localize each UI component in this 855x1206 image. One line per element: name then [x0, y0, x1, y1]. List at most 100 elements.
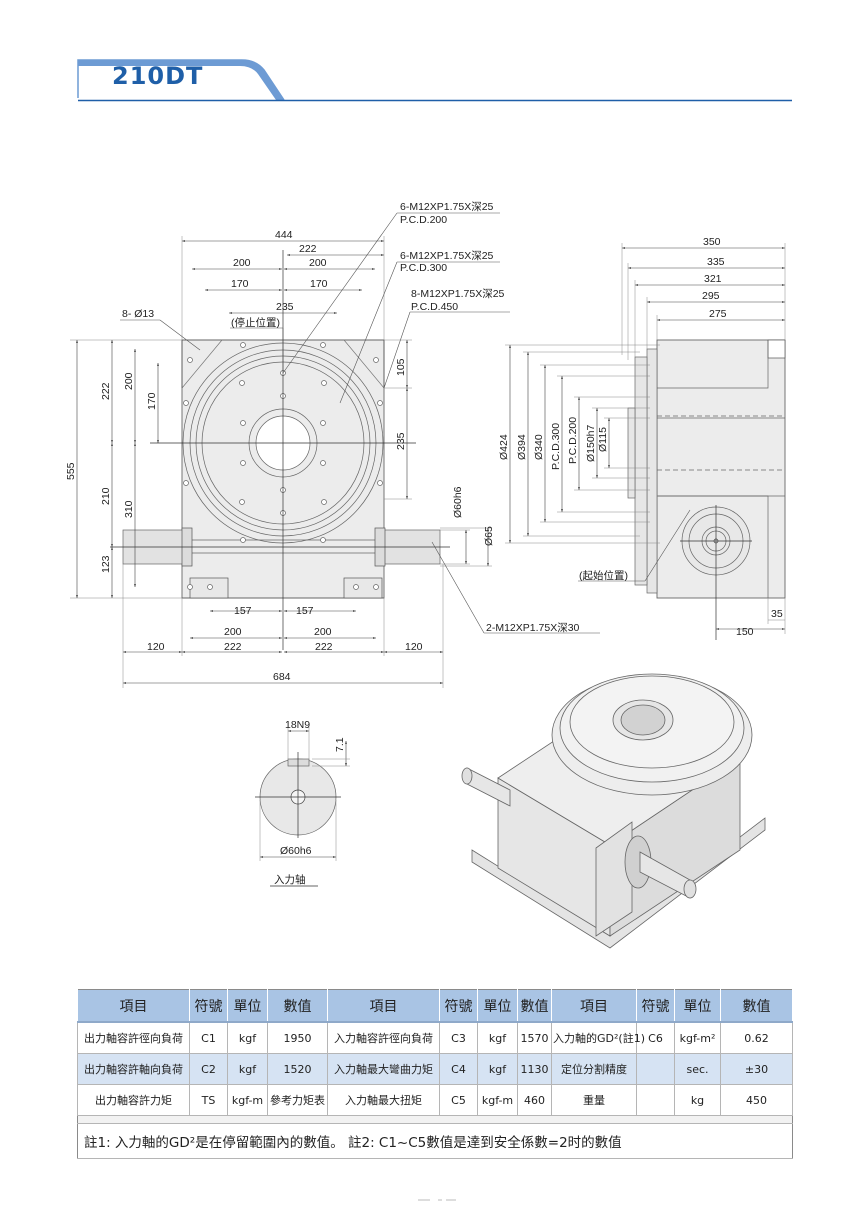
table-cell: kgf-m²	[674, 1021, 721, 1054]
dim-222-bottom-left: 222	[224, 641, 242, 653]
table-cell: kgf-m	[477, 1084, 518, 1116]
table-cell: kgf	[477, 1053, 518, 1085]
dim-shaft-diameter: Ø60h6	[280, 845, 312, 857]
table-spacer	[77, 1115, 793, 1124]
table-cell: 出力軸容許徑向負荷	[77, 1021, 190, 1054]
table-cell: 出力軸容許力矩	[77, 1084, 190, 1116]
dim-235-right: 235	[395, 432, 407, 450]
table-cell: C5	[439, 1084, 478, 1116]
table-cell: 入力軸容許徑向負荷	[327, 1021, 440, 1054]
header-value-1: 數值	[267, 989, 328, 1023]
table-cell: 重量	[551, 1084, 637, 1116]
dim-65-right: Ø65	[483, 526, 495, 546]
dim-684: 684	[273, 671, 291, 683]
side-view	[627, 339, 786, 640]
header-symbol-2: 符號	[439, 989, 478, 1023]
table-cell: 0.62	[720, 1021, 793, 1054]
table-cell: kgf	[227, 1053, 268, 1085]
note-hole-pcd300-line1: 6-M12XP1.75X深25	[400, 250, 494, 262]
table-note-row: 註1: 入力軸的GD²是在停留範圍內的數值。 註2: C1~C5數值是達到安全係…	[77, 1123, 793, 1159]
note-stop-position: (停止位置)	[231, 316, 280, 329]
dim-115: Ø115	[597, 427, 609, 452]
model-title: 210DT	[112, 62, 204, 90]
front-view	[110, 250, 450, 650]
dim-275: 275	[709, 308, 727, 320]
table-cell: 1950	[267, 1021, 328, 1054]
note-hole-pcd450-line1: 8-M12XP1.75X深25	[411, 288, 505, 300]
dim-444: 444	[275, 229, 293, 241]
header-value-3: 數值	[720, 989, 793, 1023]
table-cell: 出力軸容許軸向負荷	[77, 1053, 190, 1085]
table-cell	[636, 1084, 675, 1116]
technical-drawing: 6-M12XP1.75X深25 P.C.D.200 6-M12XP1.75X深2…	[65, 201, 786, 949]
table-cell: C4	[439, 1053, 478, 1085]
table-cell: 1570	[517, 1021, 552, 1054]
table-cell: 入力軸最大扭矩	[327, 1084, 440, 1116]
note-hole-pcd300-line2: P.C.D.300	[400, 262, 447, 274]
dim-210-left: 210	[100, 487, 112, 505]
dim-222-bottom-right: 222	[315, 641, 333, 653]
table-cell: C3	[439, 1021, 478, 1054]
note-mount-holes: 8- Ø13	[122, 308, 154, 320]
input-shaft-caption: 入力轴	[274, 873, 306, 886]
table-note: 註1: 入力軸的GD²是在停留範圍內的數值。 註2: C1~C5數值是達到安全係…	[77, 1123, 793, 1159]
dim-157-left: 157	[234, 605, 252, 617]
header-unit-3: 單位	[674, 989, 721, 1023]
dim-keyway-depth: 7.1	[334, 737, 346, 752]
header-unit-2: 單位	[477, 989, 518, 1023]
table-cell: kgf-m	[227, 1084, 268, 1116]
isometric-view	[461, 673, 766, 949]
spacer-cell	[77, 1115, 793, 1124]
dim-105-right: 105	[395, 358, 407, 376]
dim-235-top: 235	[276, 301, 294, 313]
spec-table: 項目 符號 單位 數值 項目 符號 單位 數值 項目 符號 單位 數值 出力軸容…	[77, 989, 793, 1159]
note-hole-pcd200-line1: 6-M12XP1.75X深25	[400, 201, 494, 213]
dim-335: 335	[707, 256, 725, 268]
dim-170-top-left: 170	[231, 278, 249, 290]
table-cell: 1130	[517, 1053, 552, 1085]
dim-157-right: 157	[296, 605, 314, 617]
dim-35: 35	[771, 608, 783, 620]
header-tab-shape	[77, 59, 792, 102]
table-cell: 1520	[267, 1053, 328, 1085]
dim-321: 321	[704, 273, 722, 285]
table-row: 出力軸容許徑向負荷 C1 kgf 1950 入力軸容許徑向負荷 C3 kgf 1…	[77, 1021, 793, 1054]
table-cell: 入力軸的GD²(註1)	[551, 1021, 645, 1054]
note-hole-pcd200-line2: P.C.D.200	[400, 214, 447, 226]
dim-222-top: 222	[299, 243, 317, 255]
dim-120-bottom-right: 120	[405, 641, 423, 653]
dim-200-top-right: 200	[309, 257, 327, 269]
dim-pcd200: P.C.D.200	[567, 417, 579, 464]
note-hole-pcd450-line2: P.C.D.450	[411, 301, 458, 313]
note-start-position: (起始位置)	[579, 569, 628, 582]
table-cell: 入力軸最大彎曲力矩	[327, 1053, 440, 1085]
dim-200-bottom-left: 200	[224, 626, 242, 638]
header-value-2: 數值	[517, 989, 552, 1023]
table-row: 出力軸容許力矩 TS kgf-m 參考力矩表 入力軸最大扭矩 C5 kgf-m …	[77, 1084, 793, 1116]
table-cell: sec.	[674, 1053, 721, 1085]
dim-123-left: 123	[100, 555, 112, 573]
dim-150h7: Ø150h7	[585, 424, 597, 462]
dim-222-left: 222	[100, 382, 112, 400]
header-item-3: 項目	[551, 989, 637, 1023]
table-cell: 460	[517, 1084, 552, 1116]
note-shaft-holes: 2-M12XP1.75X深30	[486, 622, 580, 634]
page-header: 210DT	[0, 0, 855, 110]
header-item-1: 項目	[77, 989, 190, 1023]
table-cell	[636, 1053, 675, 1085]
dim-200-left: 200	[123, 372, 135, 390]
table-cell: kg	[674, 1084, 721, 1116]
dim-170-top-right: 170	[310, 278, 328, 290]
header-unit-1: 單位	[227, 989, 268, 1023]
table-row: 出力軸容許軸向負荷 C2 kgf 1520 入力軸最大彎曲力矩 C4 kgf 1…	[77, 1053, 793, 1085]
dim-424: Ø424	[498, 434, 510, 460]
header-symbol-3: 符號	[636, 989, 675, 1023]
dim-60h6-right: Ø60h6	[452, 486, 464, 518]
header-symbol-1: 符號	[189, 989, 228, 1023]
dim-350: 350	[703, 236, 721, 248]
table-cell: C6	[636, 1021, 675, 1054]
dim-150: 150	[736, 626, 754, 638]
dim-310-left: 310	[123, 500, 135, 518]
table-cell: kgf	[227, 1021, 268, 1054]
dim-170-left: 170	[146, 392, 158, 410]
